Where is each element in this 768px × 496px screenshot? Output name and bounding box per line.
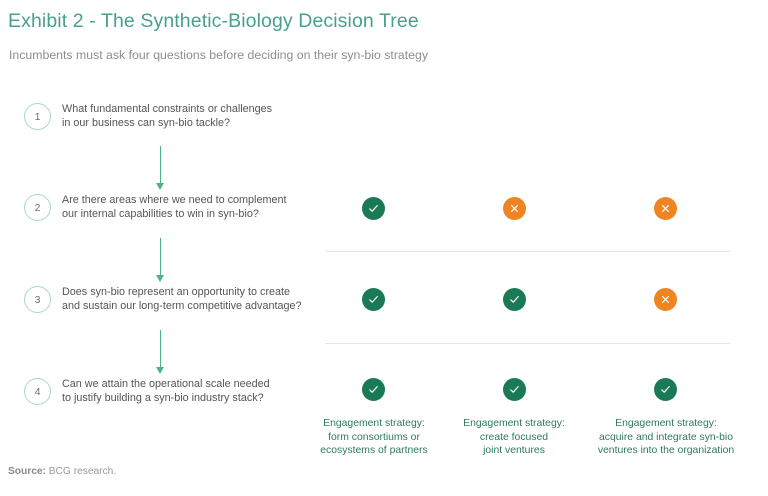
connector-stem [160, 238, 162, 275]
question-row-3: 3 Does syn-bio represent an opportunity … [24, 285, 301, 314]
outcome-icon-q4-col2 [503, 378, 526, 401]
connector-arrowhead [156, 367, 164, 374]
question-text-3: Does syn-bio represent an opportunity to… [62, 286, 302, 313]
source-footer: Source: BCG research. [8, 466, 116, 477]
cross-circle-icon [508, 202, 521, 215]
check-circle-icon [508, 383, 521, 396]
outcome-icon-q4-col3 [654, 378, 677, 401]
question-number-badge-4: 4 [24, 378, 51, 405]
source-text: BCG research. [48, 466, 117, 477]
outcome-icon-q2-col1 [362, 197, 385, 220]
question-text-4: Can we attain the operational scale need… [62, 378, 270, 405]
outcome-icon-q3-col3 [654, 288, 677, 311]
check-circle-icon [367, 202, 380, 215]
outcome-icon-q2-col3 [654, 197, 677, 220]
connector-arrowhead [156, 275, 164, 282]
check-circle-icon [659, 383, 672, 396]
question-text-1: What fundamental constraints or challeng… [62, 103, 273, 130]
page-title: Exhibit 2 - The Synthetic-Biology Decisi… [8, 10, 419, 32]
cross-circle-icon [659, 293, 672, 306]
connector-arrow-3 [156, 330, 165, 374]
outcome-icon-q4-col1 [362, 378, 385, 401]
connector-arrow-1 [156, 146, 165, 190]
outcome-icon-q2-col2 [503, 197, 526, 220]
connector-stem [160, 146, 162, 183]
check-circle-icon [367, 293, 380, 306]
question-number-badge-2: 2 [24, 194, 51, 221]
connector-arrowhead [156, 183, 164, 190]
connector-arrow-2 [156, 238, 165, 282]
question-row-1: 1 What fundamental constraints or challe… [24, 102, 272, 131]
connector-stem [160, 330, 162, 367]
check-circle-icon [367, 383, 380, 396]
question-number-badge-3: 3 [24, 286, 51, 313]
strategy-label-2: Engagement strategy: create focused join… [463, 418, 565, 457]
outcome-icon-q3-col1 [362, 288, 385, 311]
outcome-icon-q3-col2 [503, 288, 526, 311]
question-row-4: 4 Can we attain the operational scale ne… [24, 377, 270, 406]
strategy-label-3: Engagement strategy: acquire and integra… [597, 418, 735, 457]
page-subtitle: Incumbents must ask four questions befor… [9, 48, 429, 62]
question-text-2: Are there areas where we need to complem… [62, 194, 287, 221]
row-divider-1 [325, 251, 730, 252]
question-number-badge-1: 1 [24, 103, 51, 130]
check-circle-icon [508, 293, 521, 306]
source-label: Source: [8, 466, 46, 477]
row-divider-2 [325, 343, 730, 344]
cross-circle-icon [659, 202, 672, 215]
question-row-2: 2 Are there areas where we need to compl… [24, 193, 286, 222]
strategy-label-1: Engagement strategy: form consortiums or… [320, 418, 428, 457]
